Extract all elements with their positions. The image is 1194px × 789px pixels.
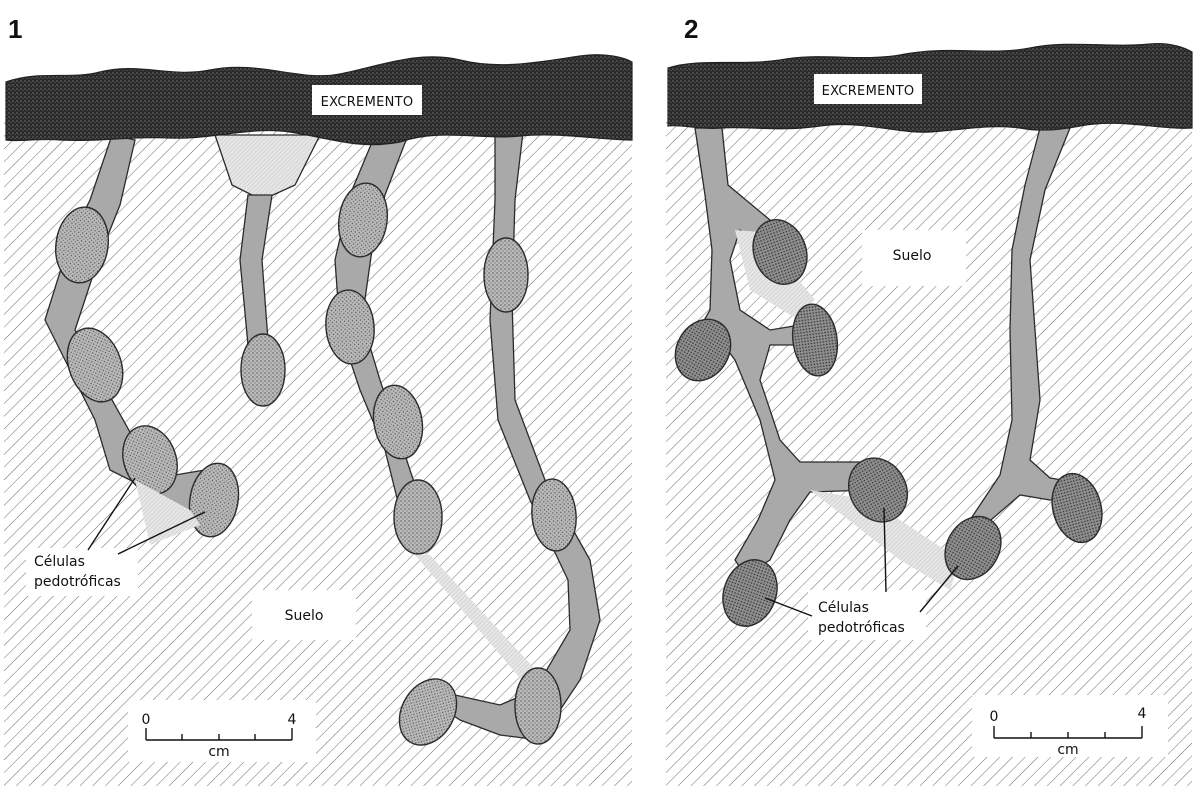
cells-label-line2: pedotróficas <box>34 574 121 590</box>
cells-label-line1: Células <box>34 554 85 570</box>
panel-2: 2 EXCREMENTO Suelo Células pedotróficas <box>664 14 1192 786</box>
pedotrophic-cell <box>515 668 561 744</box>
scale-unit: cm <box>208 744 229 760</box>
panel-1: 1 EXCREMENTO Células pedot <box>4 14 632 786</box>
pedotrophic-cell <box>241 334 285 406</box>
excrement-label: EXCREMENTO <box>321 95 414 110</box>
cells-label-line1: Células <box>818 600 869 616</box>
scale-end: 4 <box>288 712 297 728</box>
cells-label-line2: pedotróficas <box>818 620 905 636</box>
scale-start: 0 <box>142 712 151 728</box>
scale-end: 4 <box>1138 706 1147 722</box>
scale-start: 0 <box>990 709 999 725</box>
panel-number: 2 <box>684 14 698 44</box>
panel-number: 1 <box>8 14 22 44</box>
scale-unit: cm <box>1057 742 1078 758</box>
pedotrophic-cell <box>484 238 528 312</box>
pedotrophic-cell <box>394 480 442 554</box>
soil-label: Suelo <box>285 608 324 624</box>
soil-label: Suelo <box>893 248 932 264</box>
excrement-layer <box>668 44 1192 133</box>
excrement-label: EXCREMENTO <box>822 84 915 99</box>
